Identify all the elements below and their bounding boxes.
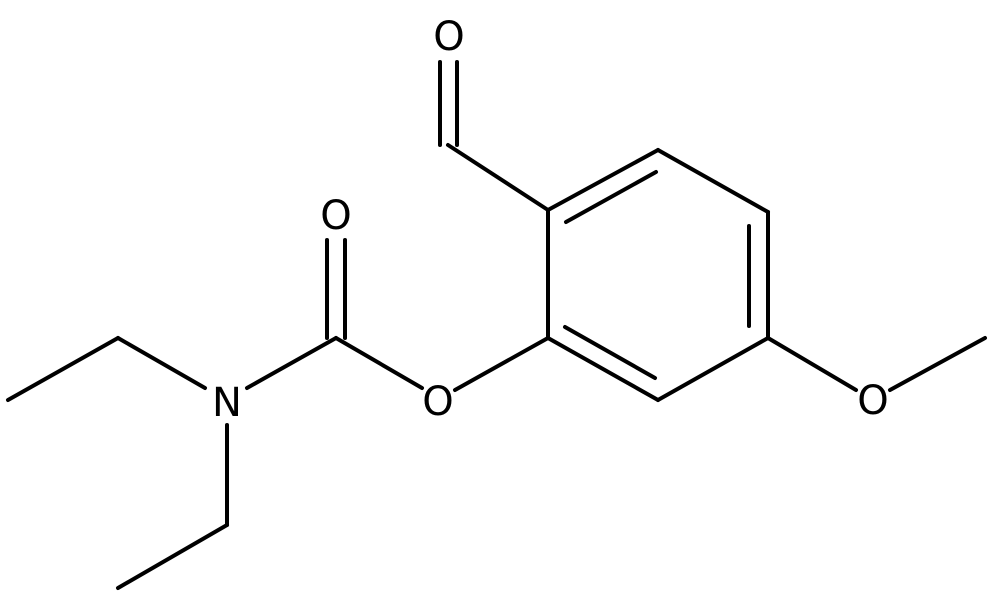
n-ethyl-bond [116,336,207,390]
ester-o-carbamate-bond [334,336,424,390]
ring-bond [656,148,770,214]
ring-bond [564,170,658,224]
ring-bond [546,148,660,212]
ring-bond [656,336,770,402]
atom-label-nitrogen: N [212,380,242,426]
methoxy-bond [766,336,858,392]
ring-bond [546,336,660,402]
atom-labels: O O O N O [212,14,889,426]
methoxy-bond [888,336,987,392]
aldehyde-ring-bond [446,143,550,212]
ring-bond [563,325,657,380]
ring-ester-o-bond [453,336,550,392]
n-ethyl-bond [6,336,120,402]
atom-label-aldehyde-o: O [433,14,464,60]
n-ethyl-bond [116,523,229,590]
atom-label-methoxy-o: O [857,378,888,424]
atom-label-carbonyl-o: O [320,193,351,239]
atom-label-ester-o: O [422,379,453,425]
carbamate-n-bond [245,336,338,390]
bonds [6,60,987,590]
